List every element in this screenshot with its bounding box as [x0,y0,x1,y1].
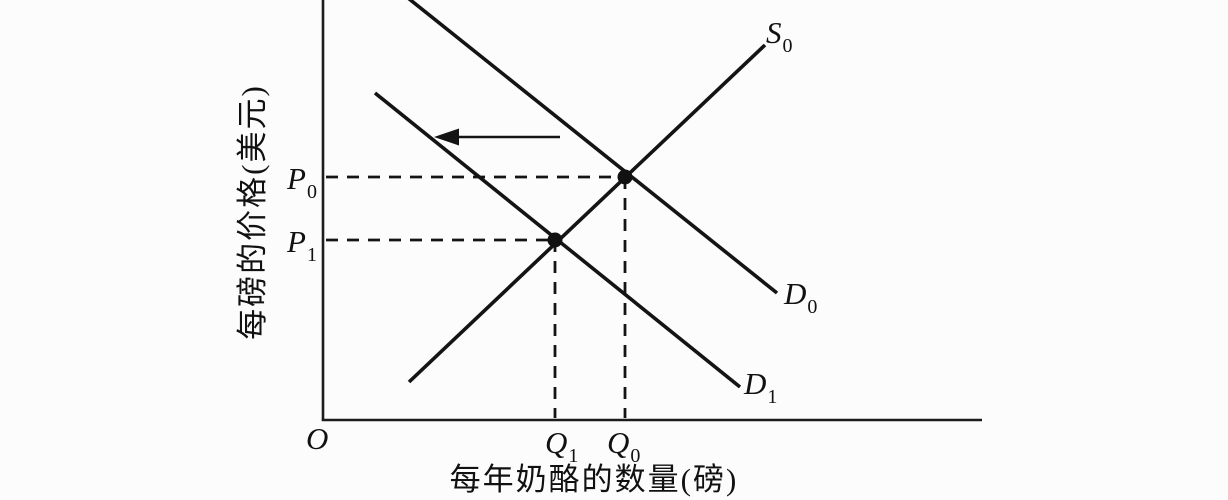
demand-curve-d0 [407,0,779,295]
label-d1: D1 [743,366,777,408]
supply-curve-s0 [407,43,767,384]
y-axis-label: 每磅的价格(美元) [235,84,270,340]
label-s0: S0 [766,15,793,57]
demand-shift-arrow [434,128,560,146]
origin-label: O [306,421,328,456]
equilibrium-point-new [547,232,563,248]
label-p1: P1 [286,224,317,266]
label-p0: P0 [286,161,317,203]
label-q1: Q1 [545,425,578,467]
label-d0: D0 [783,276,817,318]
label-q0: Q0 [607,425,640,467]
shift-arrowhead-left-icon [434,128,459,146]
equilibrium-point-initial [617,169,633,185]
x-axis-label: 每年奶酪的数量(磅) [450,462,739,497]
